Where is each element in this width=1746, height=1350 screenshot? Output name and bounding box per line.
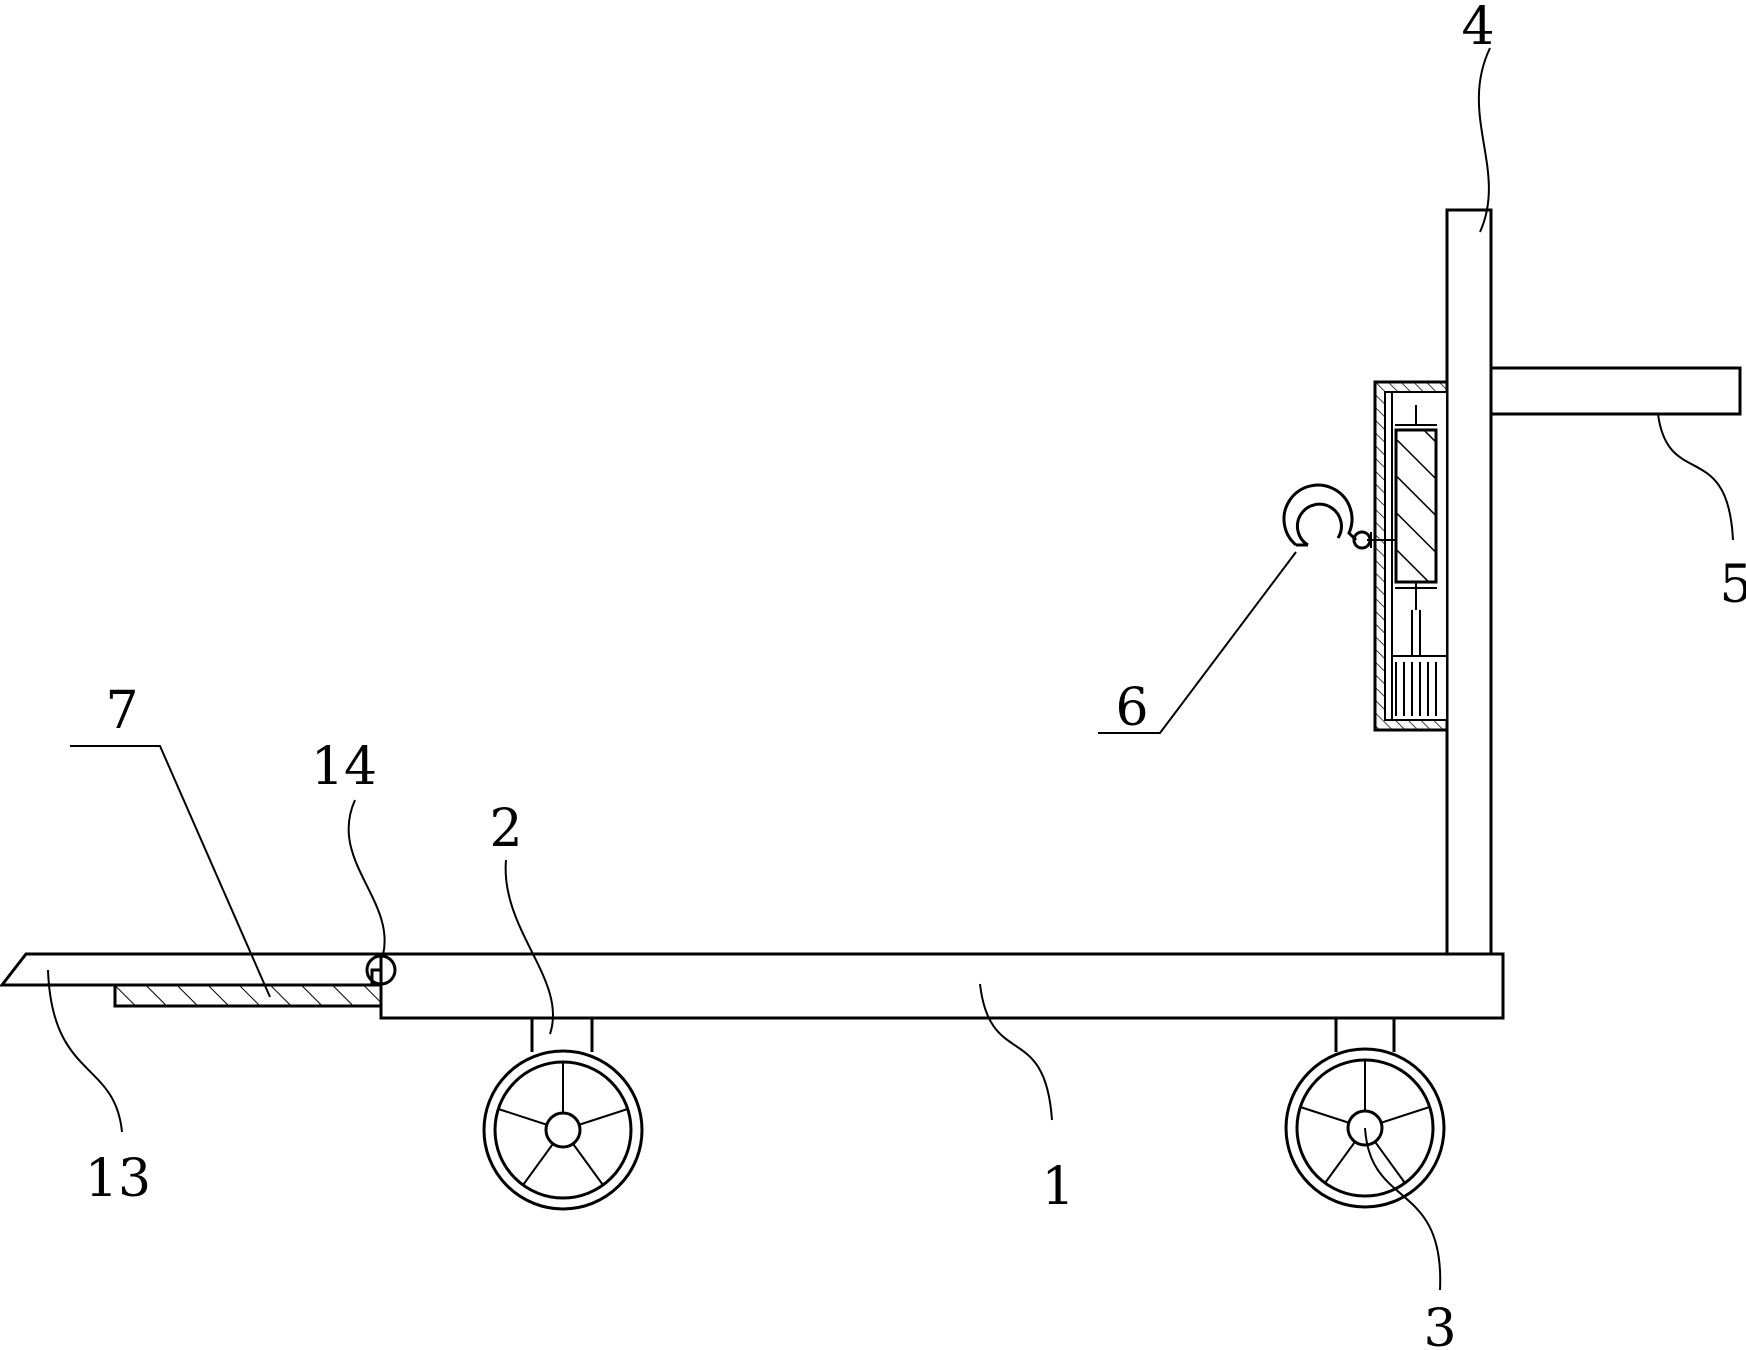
hinge-part-14 xyxy=(365,954,397,986)
platform-part-1 xyxy=(379,952,1505,1020)
wheel-spoke xyxy=(1380,1106,1430,1124)
rear-wheel-spokes xyxy=(1300,1060,1430,1184)
wheel-spoke xyxy=(1374,1141,1406,1184)
handle-part-5 xyxy=(1491,366,1742,416)
label-2: 2 xyxy=(489,799,522,859)
mechanism-box xyxy=(1367,380,1449,732)
front-wheel xyxy=(482,1049,644,1211)
wheel-spoke xyxy=(1324,1141,1356,1184)
front-plate-part-13 xyxy=(0,952,383,987)
wheel-spoke xyxy=(572,1143,604,1186)
wheel-spoke xyxy=(1300,1106,1350,1124)
label-3: 3 xyxy=(1423,1299,1456,1350)
label-7: 7 xyxy=(105,681,138,741)
label-4: 4 xyxy=(1461,0,1494,57)
brush-bristles xyxy=(1395,662,1437,716)
label-6: 6 xyxy=(1115,678,1148,738)
hook-part-6 xyxy=(1282,483,1372,550)
wheel-spoke xyxy=(522,1143,554,1186)
label-14: 14 xyxy=(311,737,377,797)
wheel-spoke xyxy=(578,1108,628,1126)
wheel-spoke xyxy=(498,1108,548,1126)
label-1: 1 xyxy=(1041,1157,1074,1217)
label-13: 13 xyxy=(85,1149,151,1209)
front-wheel-support-part-2 xyxy=(530,1018,594,1052)
label-5: 5 xyxy=(1719,555,1746,615)
vertical-post-part-4 xyxy=(1445,208,1493,956)
part-labels: 4 5 6 7 14 2 1 13 3 xyxy=(85,0,1746,1350)
rear-wheel-support xyxy=(1334,1018,1396,1052)
front-wheel-spokes xyxy=(498,1062,628,1186)
leader-lines xyxy=(47,47,1734,1291)
rear-wheel-part-3 xyxy=(1284,1047,1446,1209)
hatched-strip-part-7 xyxy=(113,983,383,1008)
